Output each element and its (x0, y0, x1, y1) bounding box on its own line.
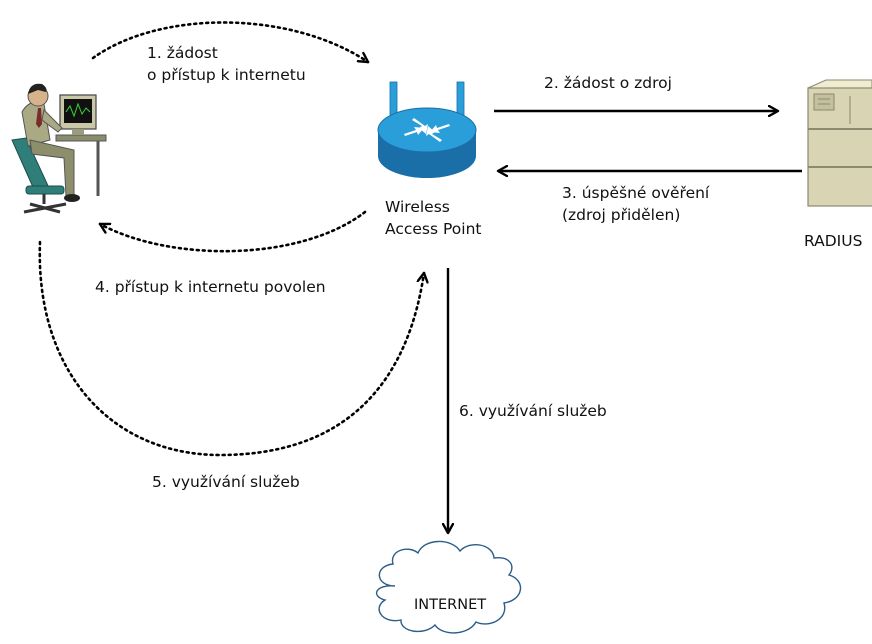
step3-label-line1: 3. úspěšné ověření (562, 184, 710, 202)
radius-server-icon (807, 79, 872, 207)
step1-label-line2: o přístup k internetu (147, 66, 306, 84)
arrow-step4-access-granted (98, 210, 367, 253)
arrow-step5-service-use (38, 240, 424, 457)
step5-label: 5. využívání služeb (152, 473, 300, 491)
access-point-label: Wireless Access Point (385, 196, 481, 240)
radius-label: RADIUS (804, 232, 863, 250)
step1-label-line1: 1. žádost (147, 44, 218, 62)
step3-label: 3. úspěšné ověření (zdroj přidělen) (562, 182, 709, 226)
step4-label: 4. přístup k internetu povolen (95, 278, 326, 296)
arrow-step1-request (91, 21, 370, 64)
internet-label: INTERNET (414, 597, 487, 613)
step6-label: 6. využívání služeb (459, 402, 607, 420)
step2-label: 2. žádost o zdroj (544, 74, 672, 92)
step3-label-line2: (zdroj přidělen) (562, 206, 681, 224)
user-at-computer-icon (11, 83, 107, 214)
step1-label: 1. žádost o přístup k internetu (147, 42, 306, 86)
access-point-label-line1: Wireless (385, 198, 450, 216)
wireless-router-icon (377, 81, 477, 178)
internet-cloud-icon (375, 540, 522, 634)
access-point-label-line2: Access Point (385, 220, 482, 238)
